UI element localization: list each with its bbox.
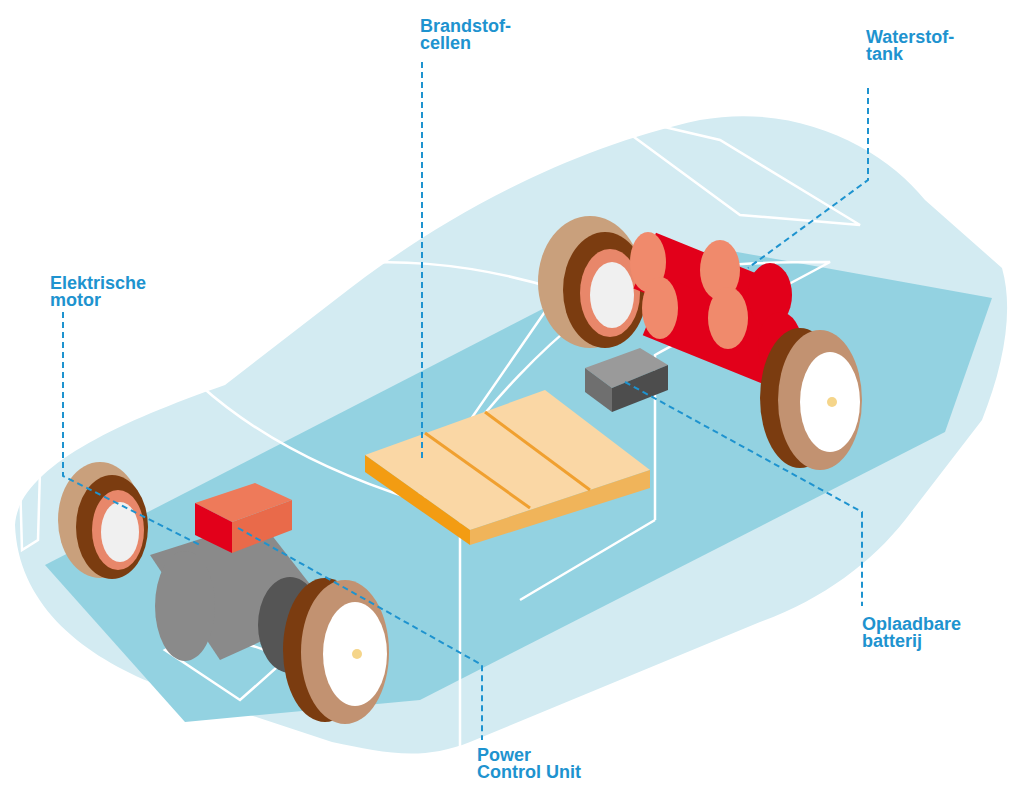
headlight-outline [20, 470, 40, 550]
leader-line [238, 528, 482, 740]
leader-line [625, 382, 862, 606]
leader-lines [63, 62, 868, 740]
battery [585, 348, 668, 412]
callout-label: Elektrische motor [50, 275, 158, 309]
window-outline [600, 112, 860, 225]
callout-label: Waterstof- tank [866, 29, 966, 63]
leader-line [748, 88, 868, 268]
fuel-cells [365, 390, 650, 545]
wheel [283, 578, 389, 724]
leader-line [421, 62, 423, 458]
callout-label: Oplaadbare batterij [862, 616, 980, 650]
power-control-unit [195, 483, 292, 553]
wheel [538, 216, 647, 348]
wheel [760, 328, 862, 470]
car-body [15, 116, 1007, 753]
leader-line [63, 312, 200, 545]
callout-label: Power Control Unit [477, 747, 593, 781]
car-floor [45, 248, 992, 722]
callout-label: Brandstof- cellen [420, 18, 520, 52]
